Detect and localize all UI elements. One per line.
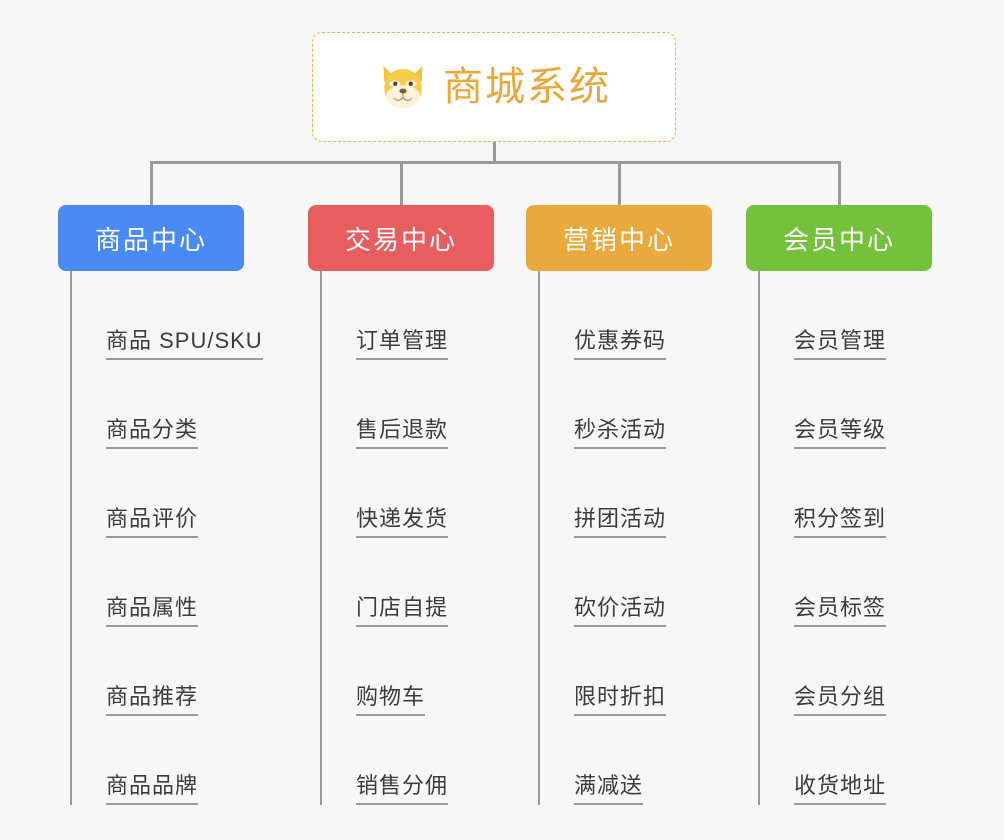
leaf-item-label: 商品推荐 — [106, 684, 199, 716]
root-node[interactable]: 商城系统 — [312, 32, 676, 142]
leaf-item-label: 积分签到 — [794, 506, 887, 538]
leaf-item[interactable]: 积分签到 — [760, 449, 932, 538]
leaf-item-label: 商品评价 — [106, 506, 199, 538]
branch-marketing-center: 营销中心优惠券码秒杀活动拼团活动砍价活动限时折扣满减送 — [526, 205, 712, 805]
leaf-item[interactable]: 会员等级 — [760, 360, 932, 449]
leaf-item-label: 收货地址 — [794, 773, 887, 805]
leaf-item-label: 会员分组 — [794, 684, 887, 716]
leaf-list-member-center: 会员管理会员等级积分签到会员标签会员分组收货地址 — [758, 271, 932, 805]
leaf-item[interactable]: 商品评价 — [72, 449, 244, 538]
shiba-dog-icon — [383, 65, 423, 109]
leaf-item-label: 商品 SPU/SKU — [106, 328, 263, 360]
leaf-item-label: 秒杀活动 — [574, 417, 667, 449]
leaf-item-label: 销售分佣 — [356, 773, 449, 805]
branch-header-trade-center[interactable]: 交易中心 — [308, 205, 494, 271]
leaf-item-label: 满减送 — [574, 773, 644, 805]
leaf-list-marketing-center: 优惠券码秒杀活动拼团活动砍价活动限时折扣满减送 — [538, 271, 712, 805]
leaf-item-label: 会员等级 — [794, 417, 887, 449]
branch-product-center: 商品中心商品 SPU/SKU 商品分类商品评价商品属性商品推荐商品品牌 — [58, 205, 263, 805]
leaf-item-label: 商品分类 — [106, 417, 199, 449]
leaf-item-label: 优惠券码 — [574, 328, 667, 360]
leaf-item[interactable]: 商品推荐 — [72, 627, 244, 716]
branch-header-label: 营销中心 — [562, 224, 675, 255]
leaf-item[interactable]: 拼团活动 — [540, 449, 712, 538]
leaf-item[interactable]: 商品属性 — [72, 538, 244, 627]
leaf-item-label: 商品品牌 — [106, 773, 199, 805]
branch-header-label: 商品中心 — [94, 224, 207, 255]
branch-header-product-center[interactable]: 商品中心 — [58, 205, 244, 271]
leaf-item-label: 门店自提 — [356, 595, 449, 627]
branch-header-label: 交易中心 — [344, 224, 457, 255]
branch-header-label: 会员中心 — [782, 224, 895, 255]
leaf-item[interactable]: 优惠券码 — [540, 271, 712, 360]
leaf-item-label: 购物车 — [356, 684, 426, 716]
leaf-item[interactable]: 商品分类 — [72, 360, 244, 449]
leaf-item[interactable]: 会员分组 — [760, 627, 932, 716]
leaf-item[interactable]: 门店自提 — [322, 538, 494, 627]
connector-drop-4 — [838, 161, 841, 205]
leaf-item-label: 会员管理 — [794, 328, 887, 360]
branch-member-center: 会员中心会员管理会员等级积分签到会员标签会员分组收货地址 — [746, 205, 932, 805]
leaf-list-product-center: 商品 SPU/SKU 商品分类商品评价商品属性商品推荐商品品牌 — [70, 271, 263, 805]
connector-drop-1 — [150, 161, 153, 205]
leaf-item-label: 会员标签 — [794, 595, 887, 627]
leaf-item[interactable]: 商品品牌 — [72, 716, 244, 805]
leaf-item-label: 售后退款 — [356, 417, 449, 449]
leaf-item-label: 快递发货 — [356, 506, 449, 538]
connector-root-stem — [493, 142, 496, 163]
branch-header-marketing-center[interactable]: 营销中心 — [526, 205, 712, 271]
leaf-item[interactable]: 订单管理 — [322, 271, 494, 360]
leaf-list-trade-center: 订单管理售后退款快递发货门店自提购物车销售分佣 — [320, 271, 494, 805]
leaf-item[interactable]: 满减送 — [540, 716, 712, 805]
connector-drop-2 — [400, 161, 403, 205]
branch-header-member-center[interactable]: 会员中心 — [746, 205, 932, 271]
leaf-item[interactable]: 会员管理 — [760, 271, 932, 360]
branch-trade-center: 交易中心订单管理售后退款快递发货门店自提购物车销售分佣 — [308, 205, 494, 805]
leaf-item[interactable]: 购物车 — [322, 627, 494, 716]
leaf-item-label: 砍价活动 — [574, 595, 667, 627]
leaf-item[interactable]: 限时折扣 — [540, 627, 712, 716]
leaf-item-label: 拼团活动 — [574, 506, 667, 538]
leaf-item-label: 限时折扣 — [574, 684, 667, 716]
leaf-item[interactable]: 砍价活动 — [540, 538, 712, 627]
leaf-item[interactable]: 销售分佣 — [322, 716, 494, 805]
leaf-item[interactable]: 秒杀活动 — [540, 360, 712, 449]
leaf-item[interactable]: 会员标签 — [760, 538, 932, 627]
leaf-item[interactable]: 收货地址 — [760, 716, 932, 805]
leaf-item[interactable]: 售后退款 — [322, 360, 494, 449]
leaf-item-label: 商品属性 — [106, 595, 199, 627]
leaf-item[interactable]: 快递发货 — [322, 449, 494, 538]
connector-drop-3 — [618, 161, 621, 205]
leaf-item-label: 订单管理 — [356, 328, 449, 360]
leaf-item[interactable]: 商品 SPU/SKU — [72, 271, 263, 360]
connector-horizontal-bus — [150, 161, 840, 164]
root-title: 商城系统 — [443, 65, 611, 109]
